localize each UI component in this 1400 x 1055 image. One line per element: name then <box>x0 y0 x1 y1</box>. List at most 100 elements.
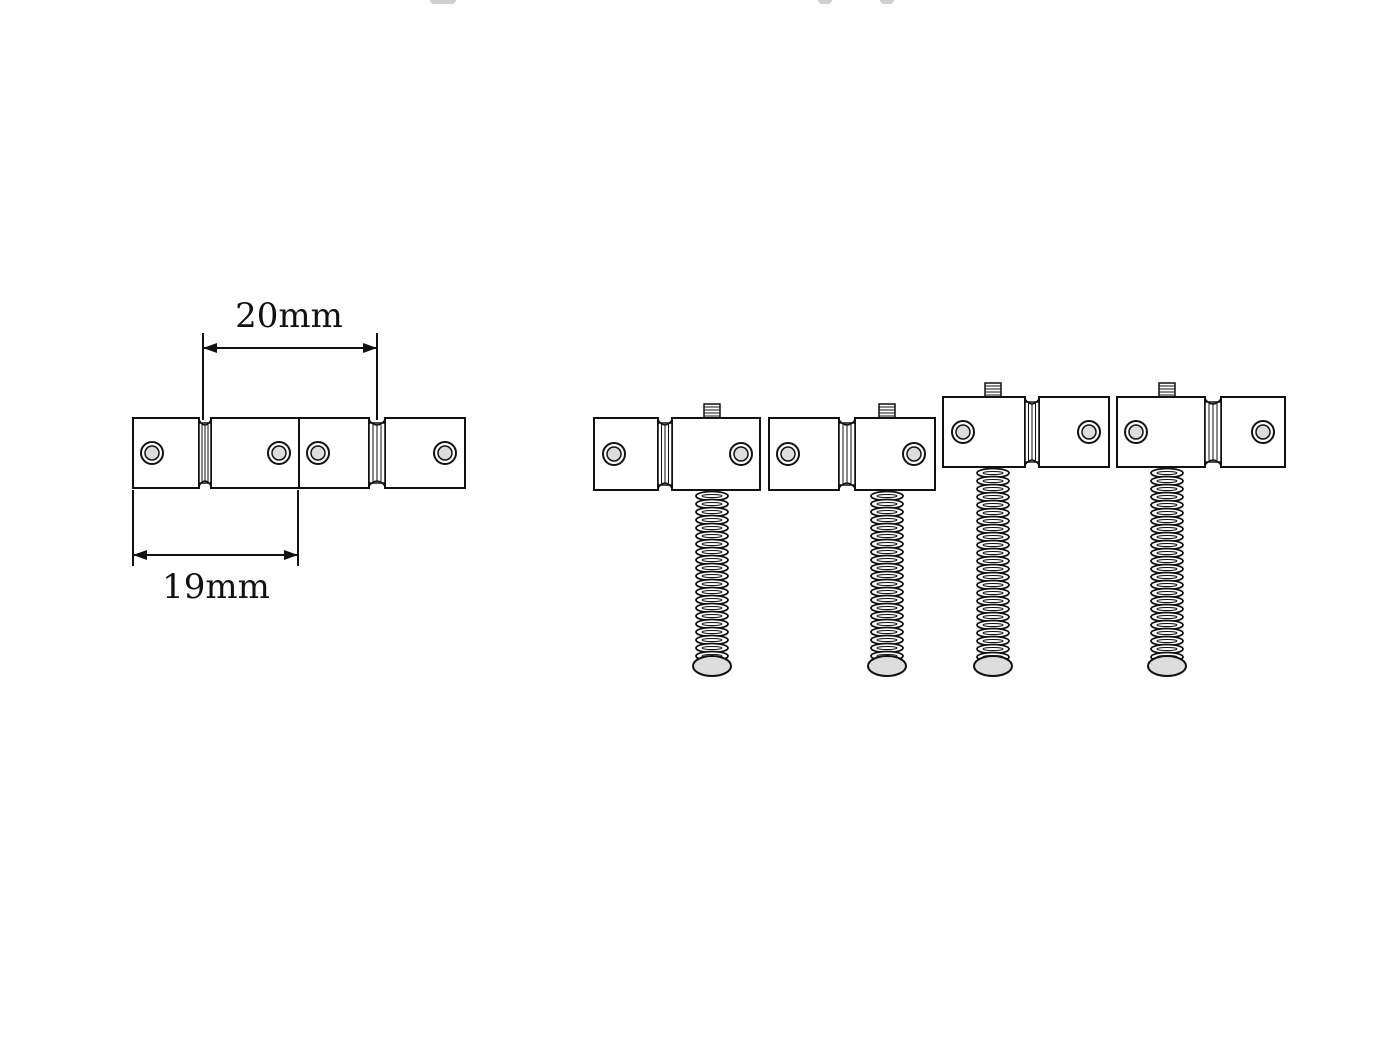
spring-coil-inner <box>876 598 898 602</box>
dimension-label-top: 20mm <box>235 296 343 336</box>
spring-coil-inner <box>701 510 723 514</box>
spring-coil-inner <box>876 550 898 554</box>
spring-coil-inner <box>1156 559 1178 563</box>
spring-coil-inner <box>701 502 723 506</box>
spring-coil-inner <box>876 566 898 570</box>
spring-coil-inner <box>982 479 1004 483</box>
spring-coil-inner <box>982 599 1004 603</box>
spring-coil-inner <box>701 494 723 498</box>
spring-coil-inner <box>1156 503 1178 507</box>
saddle-1 <box>132 417 300 489</box>
spring-coil-inner <box>876 534 898 538</box>
spring-coil-inner <box>1156 607 1178 611</box>
spring-coil <box>976 467 1010 663</box>
dimension-label-bottom: 19mm <box>162 567 270 607</box>
saddle-5 <box>942 396 1110 468</box>
spring-coil-inner <box>982 487 1004 491</box>
adjustable-saddle-group <box>593 382 1286 677</box>
spring-coil-inner <box>876 590 898 594</box>
saddle-hole-left-icon-inner <box>780 446 796 462</box>
spring-coil-inner <box>701 614 723 618</box>
saddle-hole-right-icon-inner <box>271 445 287 461</box>
spring-coil-inner <box>982 519 1004 523</box>
spring-coil-inner <box>1156 487 1178 491</box>
height-screw-1 <box>692 403 732 677</box>
spring-coil-inner <box>1156 519 1178 523</box>
dimension-top: 20mm <box>202 296 378 420</box>
height-screw-3 <box>973 382 1013 677</box>
spring-coil-inner <box>701 590 723 594</box>
spring-coil-inner <box>1156 647 1178 651</box>
spring-coil-inner <box>701 606 723 610</box>
spring-coil-inner <box>982 535 1004 539</box>
saddle-3 <box>593 417 761 491</box>
spring-coil-inner <box>701 598 723 602</box>
spring-coil-inner <box>876 518 898 522</box>
spring-coil <box>870 490 904 662</box>
spring-coil-inner <box>876 502 898 506</box>
spring-coil-inner <box>701 582 723 586</box>
spring-coil-inner <box>876 494 898 498</box>
saddle-hole-right-icon-inner <box>906 446 922 462</box>
saddle-hole-left-icon-inner <box>144 445 160 461</box>
spring-coil-inner <box>876 614 898 618</box>
spring-coil-inner <box>982 559 1004 563</box>
spring-coil-inner <box>876 582 898 586</box>
spring-coil-inner <box>982 591 1004 595</box>
spring-coil-inner <box>982 471 1004 475</box>
spring-coil-inner <box>1156 543 1178 547</box>
spring-coil-inner <box>876 622 898 626</box>
spring-coil-inner <box>1156 479 1178 483</box>
spring-coil-inner <box>1156 567 1178 571</box>
spring-coil-inner <box>982 575 1004 579</box>
spring-coil-inner <box>982 511 1004 515</box>
saddle-4 <box>768 417 936 491</box>
spring-coil-inner <box>701 630 723 634</box>
spring-coil-inner <box>701 534 723 538</box>
saddle-hole-right-icon-inner <box>733 446 749 462</box>
cropped-heading-remnant <box>430 0 894 4</box>
spring-coil-inner <box>1156 583 1178 587</box>
screw-foot <box>973 655 1013 677</box>
spring-coil-inner <box>1156 623 1178 627</box>
spring-coil-inner <box>982 551 1004 555</box>
saddle-2 <box>298 417 466 489</box>
spring-coil <box>695 490 729 662</box>
saddle-hole-left-icon-inner <box>310 445 326 461</box>
spring-coil-inner <box>1156 615 1178 619</box>
spring-coil-inner <box>1156 599 1178 603</box>
spring-coil-inner <box>876 638 898 642</box>
spring-coil-inner <box>1156 639 1178 643</box>
screw-foot <box>1147 655 1187 677</box>
saddle-hole-left-icon-inner <box>606 446 622 462</box>
spring-coil-inner <box>1156 495 1178 499</box>
spring-coil-inner <box>876 574 898 578</box>
saddle-6 <box>1116 396 1286 468</box>
screw-foot <box>867 655 907 677</box>
dimension-bottom: 19mm <box>132 490 299 607</box>
spring-coil-inner <box>1156 631 1178 635</box>
spring-coil-inner <box>701 638 723 642</box>
saddle-hole-left-icon-inner <box>955 424 971 440</box>
saddle-hole-right-icon-inner <box>1255 424 1271 440</box>
height-screw-4 <box>1147 382 1187 677</box>
spring-coil-inner <box>701 574 723 578</box>
spring-coil-inner <box>701 566 723 570</box>
spring-coil-inner <box>982 527 1004 531</box>
screw-foot <box>692 655 732 677</box>
spring-coil-inner <box>982 607 1004 611</box>
spring-coil-inner <box>1156 591 1178 595</box>
spring-coil-inner <box>876 526 898 530</box>
spring-coil-inner <box>982 631 1004 635</box>
spacing-saddle-group <box>132 417 466 489</box>
spring-coil-inner <box>1156 527 1178 531</box>
spring-coil-inner <box>876 646 898 650</box>
spring-coil-inner <box>982 647 1004 651</box>
spring-coil-inner <box>701 518 723 522</box>
saddle-hole-right-icon-inner <box>437 445 453 461</box>
spring-coil-inner <box>701 542 723 546</box>
spring-coil-inner <box>982 615 1004 619</box>
spring-coil-inner <box>876 542 898 546</box>
